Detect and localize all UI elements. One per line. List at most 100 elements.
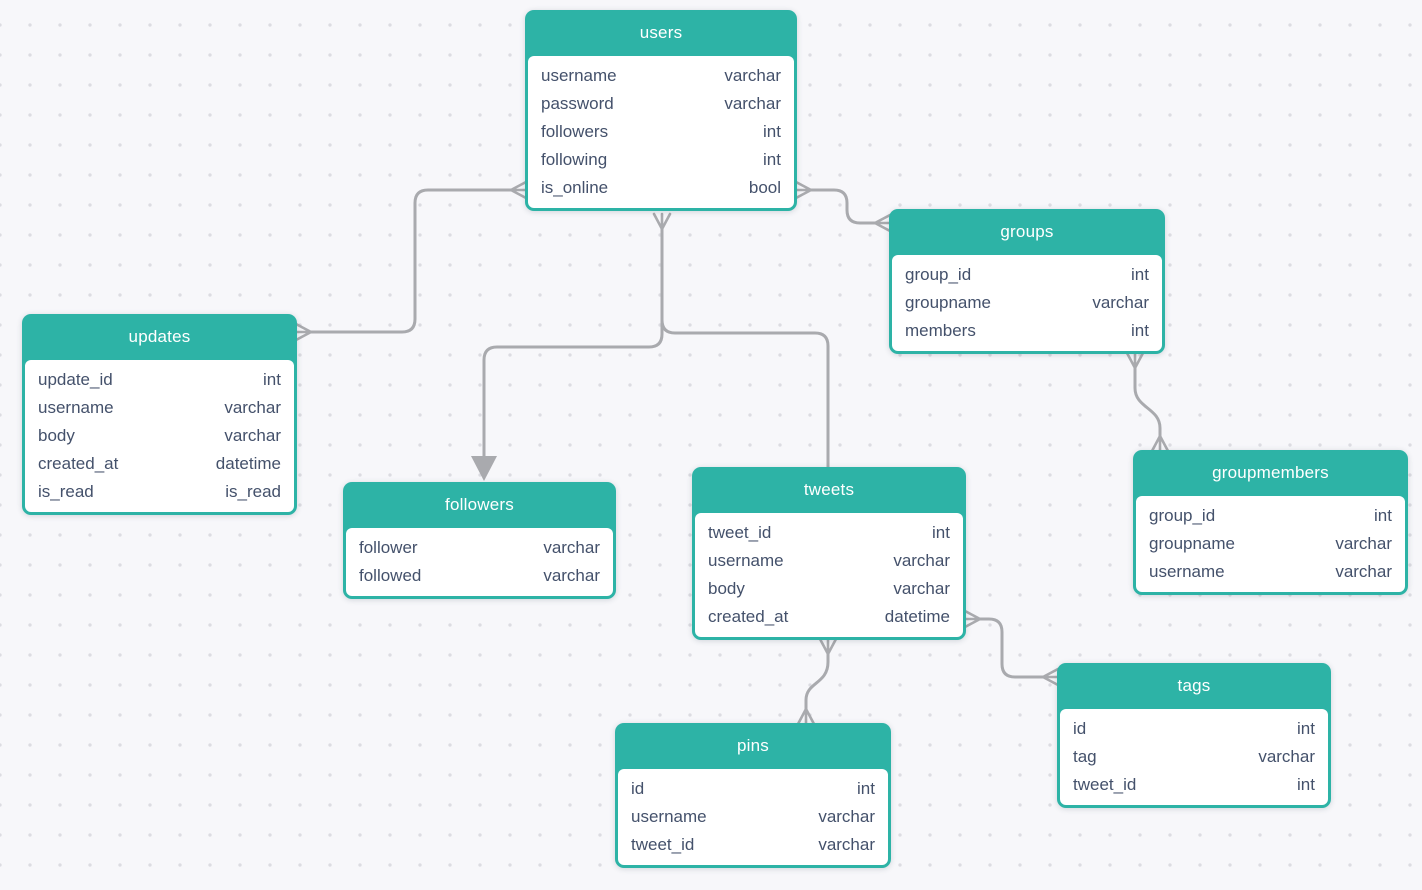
field-name: username bbox=[541, 66, 617, 85]
crowfoot-marker-groups-groupmembers bbox=[1150, 434, 1170, 453]
connector-users-groups[interactable] bbox=[809, 188, 877, 225]
field-type: varchar bbox=[724, 94, 781, 113]
field-type: varchar bbox=[893, 551, 950, 570]
field-type: varchar bbox=[543, 566, 600, 585]
field-type: int bbox=[857, 779, 875, 798]
field-type: int bbox=[1297, 775, 1315, 794]
field-name: update_id bbox=[38, 370, 113, 389]
table-body: follower varchar followed varchar bbox=[346, 528, 613, 596]
field-row-username[interactable]: username varchar bbox=[1136, 558, 1405, 586]
crowfoot-marker-users-groups bbox=[873, 213, 892, 233]
field-row-following[interactable]: following int bbox=[528, 146, 794, 174]
connector-users-tweets[interactable] bbox=[660, 227, 830, 470]
field-name: username bbox=[1149, 562, 1225, 581]
field-row-followed[interactable]: followed varchar bbox=[346, 562, 613, 590]
field-type: varchar bbox=[543, 538, 600, 557]
table-title: followers bbox=[445, 495, 514, 514]
field-name: created_at bbox=[38, 454, 119, 473]
table-header[interactable]: followers bbox=[343, 482, 616, 528]
field-type: varchar bbox=[893, 579, 950, 598]
field-type: int bbox=[763, 150, 781, 169]
field-name: groupname bbox=[905, 293, 992, 312]
field-type: int bbox=[263, 370, 281, 389]
field-type: varchar bbox=[1335, 562, 1392, 581]
field-name: following bbox=[541, 150, 608, 169]
table-header[interactable]: pins bbox=[615, 723, 891, 769]
field-name: body bbox=[38, 426, 75, 445]
field-name: members bbox=[905, 321, 976, 340]
field-type: varchar bbox=[818, 807, 875, 826]
field-name: is_read bbox=[38, 482, 94, 501]
table-header[interactable]: groups bbox=[889, 209, 1165, 255]
connector-groups-groupmembers[interactable] bbox=[1133, 366, 1162, 438]
field-type: int bbox=[1131, 265, 1149, 284]
field-type: varchar bbox=[1258, 747, 1315, 766]
field-row-follower[interactable]: follower varchar bbox=[346, 534, 613, 562]
table-title: tags bbox=[1177, 676, 1211, 695]
table-header[interactable]: tags bbox=[1057, 663, 1331, 709]
field-row-tag[interactable]: tag varchar bbox=[1060, 743, 1328, 771]
table-header[interactable]: tweets bbox=[692, 467, 966, 513]
field-type: is_read bbox=[225, 482, 281, 501]
field-type: varchar bbox=[1335, 534, 1392, 553]
field-type: varchar bbox=[818, 835, 875, 854]
table-title: users bbox=[639, 23, 683, 42]
crowfoot-marker-users-groups bbox=[794, 180, 813, 200]
table-followers[interactable]: followers follower varchar followed varchar bbox=[343, 482, 616, 599]
crowfoot-marker-users-tweets bbox=[652, 212, 672, 231]
connector-tweets-pins[interactable] bbox=[804, 652, 830, 711]
table-header[interactable]: groupmembers bbox=[1133, 450, 1408, 496]
field-name: followed bbox=[359, 566, 422, 585]
field-row-username[interactable]: username varchar bbox=[695, 547, 963, 575]
connector-users-followers[interactable] bbox=[482, 227, 664, 458]
table-header[interactable]: updates bbox=[22, 314, 297, 360]
field-name: username bbox=[708, 551, 784, 570]
field-row-is_read[interactable]: is_read is_read bbox=[25, 478, 294, 506]
table-header[interactable]: users bbox=[525, 10, 797, 56]
field-name: tweet_id bbox=[708, 523, 772, 542]
field-type: bool bbox=[748, 178, 781, 197]
field-name: tag bbox=[1073, 747, 1097, 766]
field-name: group_id bbox=[1149, 506, 1216, 525]
connector-tweets-tags[interactable] bbox=[978, 617, 1045, 679]
field-type: int bbox=[763, 122, 781, 141]
crowfoot-marker-users-updates bbox=[509, 180, 528, 200]
field-name: follower bbox=[359, 538, 418, 557]
connector-users-updates[interactable] bbox=[309, 188, 513, 334]
field-row-update_id[interactable]: update_id int bbox=[25, 366, 294, 394]
table-title: pins bbox=[737, 736, 769, 755]
crowfoot-marker-tweets-tags bbox=[1041, 667, 1060, 687]
